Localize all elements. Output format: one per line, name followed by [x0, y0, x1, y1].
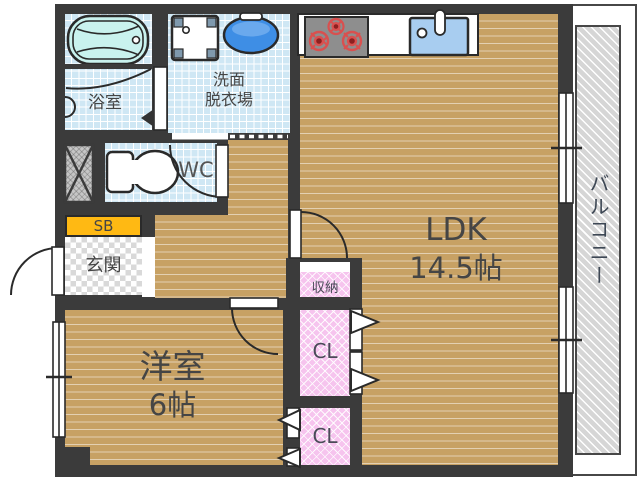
balcony-label: バルコニー	[586, 173, 610, 288]
entrance-step	[142, 237, 155, 297]
shoe-box-label: SB	[93, 217, 114, 235]
storage-label: 収納	[311, 280, 339, 296]
bath-label: 浴室	[88, 93, 122, 113]
entrance-door-arc	[10, 247, 59, 296]
bedroom-floor	[65, 310, 283, 465]
bedroom-corner-notch	[55, 447, 90, 477]
storage-opening	[300, 262, 350, 272]
storage-floor	[300, 272, 350, 297]
closet-lower-floor	[300, 408, 350, 465]
closet-upper-floor	[300, 310, 350, 396]
ldk-label: LDK 14.5帖	[409, 212, 503, 285]
pipe-space-box	[65, 145, 93, 202]
entrance-label: 玄関	[85, 255, 122, 276]
hallway-floor-upper	[228, 140, 288, 215]
entrance-floor	[65, 237, 142, 295]
washroom-label: 洗面脱衣場	[204, 70, 253, 109]
balcony-floor	[575, 25, 621, 455]
closet-upper-label: CL	[312, 339, 338, 363]
shoe-box	[65, 215, 142, 237]
bedroom-label: 洋室 6帖	[139, 347, 206, 423]
kitchen-counter	[297, 13, 479, 56]
wc-label: WC	[178, 158, 214, 182]
hallway-floor-lower	[155, 215, 288, 298]
closet-lower-label: CL	[312, 424, 338, 448]
